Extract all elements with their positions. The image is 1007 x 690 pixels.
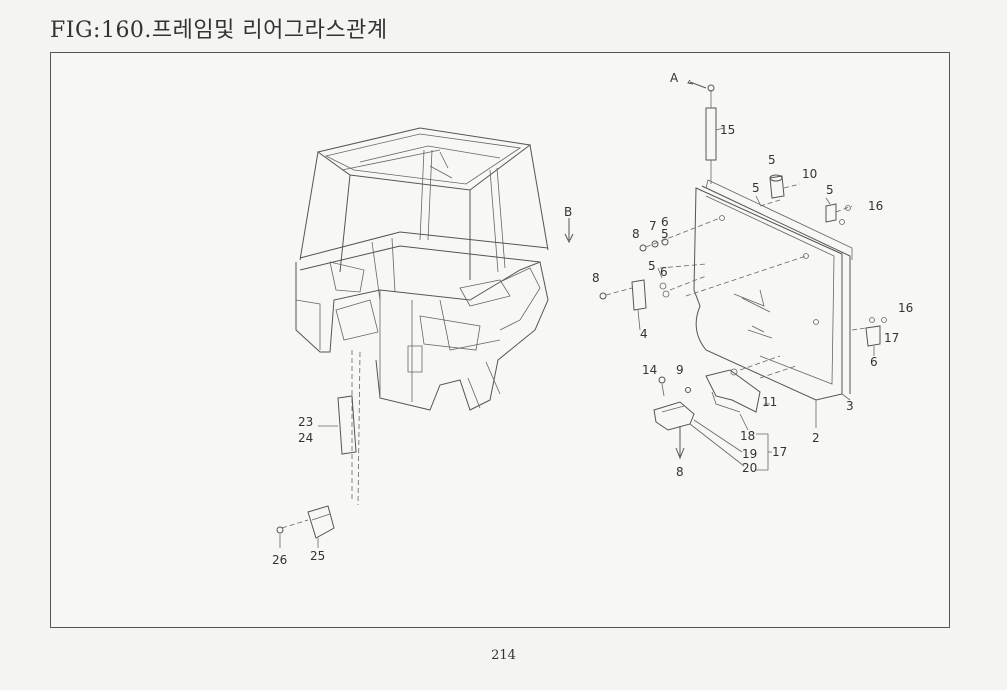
callout-5d: 5: [661, 227, 669, 241]
callout-6a: 6: [661, 215, 669, 229]
callout-2: 2: [812, 431, 820, 445]
upper-hinge-parts: [755, 174, 853, 225]
callout-5e: 5: [648, 259, 656, 273]
lower-latch-assembly: [653, 355, 797, 471]
callout-11: 11: [762, 395, 777, 409]
callout-3: 3: [846, 399, 854, 413]
page-number: 214: [491, 648, 516, 663]
callout-8b: 8: [592, 271, 600, 285]
callout-4: 4: [640, 327, 648, 341]
callout-10: 10: [802, 167, 817, 181]
callout-5a: 5: [768, 153, 776, 167]
callout-25: 25: [310, 549, 325, 563]
part-25-bracket: [276, 505, 335, 548]
callout-6b: 6: [660, 265, 668, 279]
cab-frame: [295, 127, 574, 506]
callout-18: 18: [740, 429, 755, 443]
callout-a: A: [670, 71, 679, 85]
callout-labels: A B 15 5 10 5 5 16 8 7 6 5 8 5 6 4 16 17…: [272, 71, 913, 567]
callout-8c: 8: [676, 465, 684, 479]
callout-20: 20: [742, 461, 757, 475]
callout-24: 24: [298, 431, 313, 445]
callout-23: 23: [298, 415, 313, 429]
callout-17b: 17: [772, 445, 787, 459]
callout-17a: 17: [884, 331, 899, 345]
callout-9: 9: [676, 363, 684, 377]
callout-6c: 6: [870, 355, 878, 369]
gas-strut: [687, 79, 725, 184]
callout-19: 19: [742, 447, 757, 461]
callout-16b: 16: [898, 301, 913, 315]
callout-26: 26: [272, 553, 287, 567]
callout-b: B: [564, 205, 572, 219]
callout-5b: 5: [752, 181, 760, 195]
part-23-24-strip: [318, 395, 357, 455]
callout-8a: 8: [632, 227, 640, 241]
leader-lines: [764, 393, 851, 428]
right-lower-hinge: [851, 317, 887, 356]
callout-5c: 5: [826, 183, 834, 197]
callout-7: 7: [649, 219, 657, 233]
page-title: FIG:160.프레임및 리어그라스관계: [50, 18, 388, 43]
callout-14: 14: [642, 363, 657, 377]
left-bolts: [599, 217, 807, 331]
callout-16a: 16: [868, 199, 883, 213]
rear-glass-panel: [693, 179, 853, 401]
callout-15: 15: [720, 123, 735, 137]
